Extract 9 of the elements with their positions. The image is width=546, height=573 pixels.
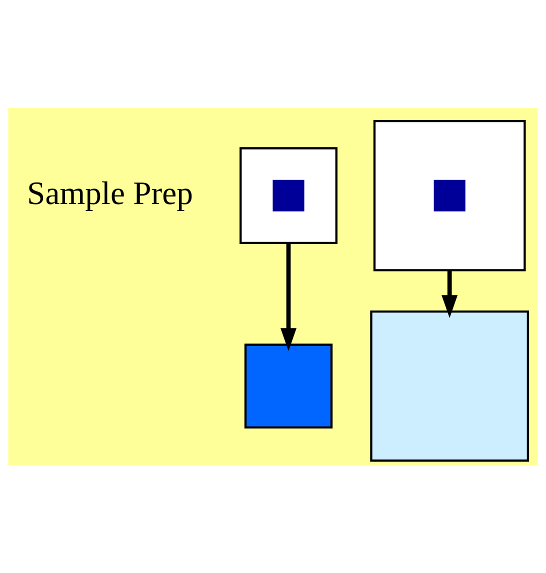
cluster xyxy=(373,120,526,272)
arrow xyxy=(442,270,458,318)
node-box xyxy=(370,310,530,462)
cluster xyxy=(240,147,338,244)
arrow xyxy=(280,242,297,351)
node-box xyxy=(272,180,304,212)
node-box xyxy=(434,180,466,212)
node-box xyxy=(244,344,333,429)
label: Sample Prep xyxy=(27,176,193,212)
